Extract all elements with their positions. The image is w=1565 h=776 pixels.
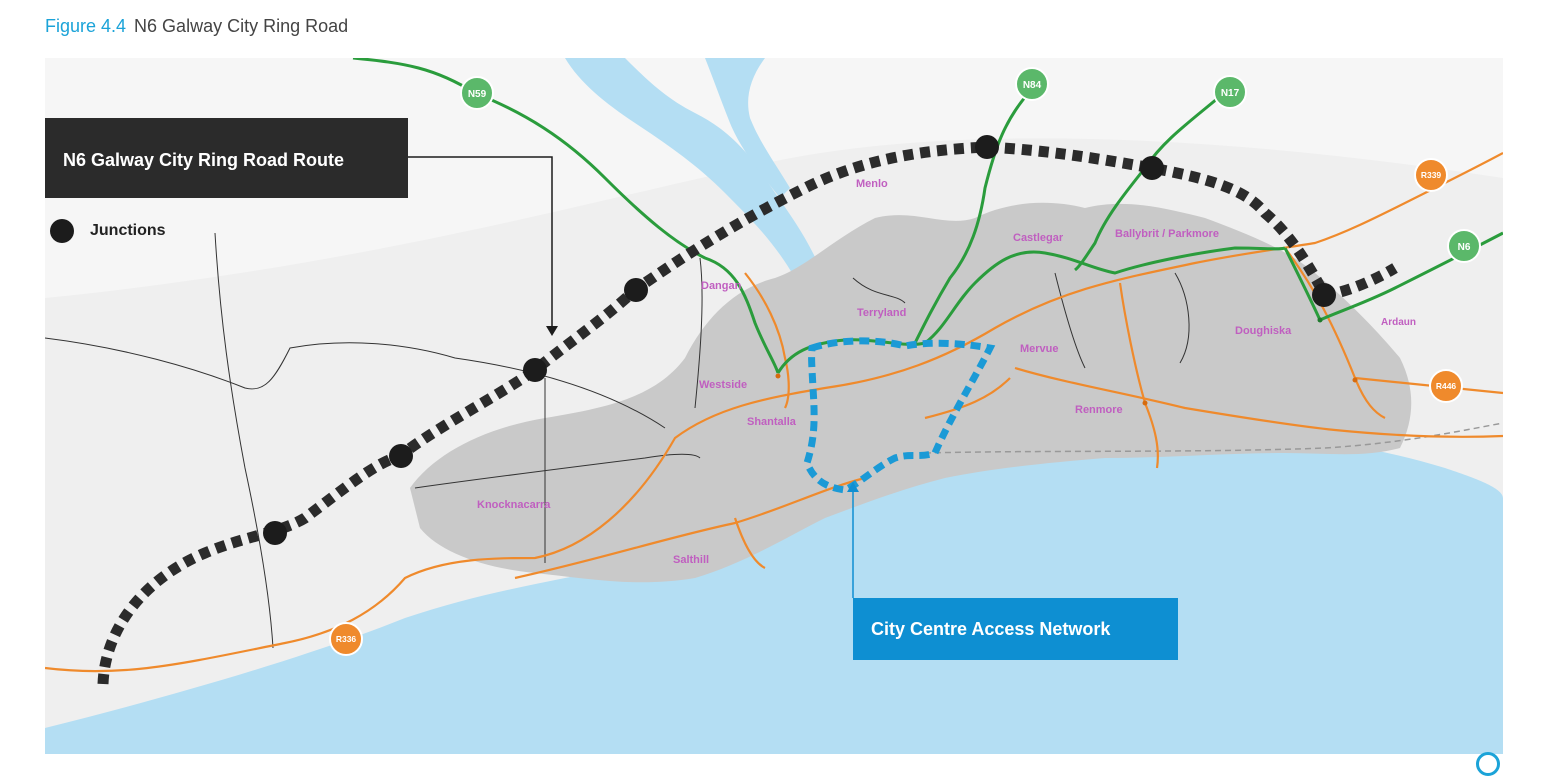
legend-junctions: Junctions: [50, 218, 166, 244]
ring-road-junction: [523, 358, 547, 382]
legend-junctions-label: Junctions: [90, 222, 166, 239]
place-label-terryland: Terryland: [857, 307, 906, 319]
place-label-menlo: Menlo: [856, 178, 888, 190]
ring-road-junction: [389, 444, 413, 468]
place-label-shantalla: Shantalla: [747, 416, 797, 428]
place-label-castlegar: Castlegar: [1013, 232, 1064, 244]
minor-junction-marker: [1352, 377, 1358, 383]
shield-label-n17: N17: [1221, 88, 1240, 99]
place-label-renmore: Renmore: [1075, 404, 1123, 416]
ring-road-junction: [975, 135, 999, 159]
ring-road-callout: N6 Galway City Ring Road Route: [45, 118, 408, 198]
ring-road-junction: [1312, 283, 1336, 307]
page-corner-circle-icon: [1476, 752, 1500, 776]
urban-area: [410, 202, 1412, 583]
road-shield-r339: R339: [1414, 158, 1448, 192]
minor-junction-marker: [775, 373, 781, 379]
figure-title: N6 Galway City Ring Road: [134, 16, 349, 36]
shield-label-n6: N6: [1458, 242, 1471, 253]
place-label-knocknacarra: Knocknacarra: [477, 499, 551, 511]
place-label-doughiska: Doughiska: [1235, 325, 1292, 337]
city-centre-callout: City Centre Access Network: [853, 598, 1178, 660]
place-label-mervue: Mervue: [1020, 343, 1059, 355]
shield-label-r446: R446: [1436, 381, 1457, 391]
local-roads: [45, 232, 1190, 649]
figure-number: Figure 4.4: [45, 16, 127, 36]
road-shield-r336: R336: [329, 622, 363, 656]
access-network-callout-arrowhead: [847, 482, 859, 492]
city-centre-access-network-route: [803, 337, 996, 494]
road-shield-n17: N17: [1213, 75, 1247, 109]
ring-road-junction: [263, 521, 287, 545]
ring-road-callout-arrowhead: [546, 326, 558, 336]
place-labels: Menlo Castlegar Ballybrit / Parkmore Dan…: [477, 178, 1416, 566]
shield-label-r336: R336: [336, 634, 357, 644]
shield-label-n59: N59: [468, 89, 487, 100]
minor-junction-marker: [1317, 317, 1323, 323]
shield-label-n84: N84: [1023, 80, 1042, 91]
road-shields: N59 N84 N17 N6 R339 R446 R336: [329, 67, 1481, 656]
figure-caption: Figure 4.4 N6 Galway City Ring Road: [45, 16, 348, 37]
road-shield-r446: R446: [1429, 369, 1463, 403]
place-label-ballybrit: Ballybrit / Parkmore: [1115, 228, 1219, 240]
national-roads: [352, 58, 1503, 374]
land-north: [45, 58, 1503, 298]
ring-road-route: [97, 141, 1398, 685]
galway-bay: [45, 436, 1503, 754]
ring-road-junction: [624, 278, 648, 302]
ring-road-junction: [1140, 156, 1164, 180]
road-shield-n59: N59: [460, 76, 494, 110]
place-label-westside: Westside: [699, 379, 747, 391]
road-shield-n84: N84: [1015, 67, 1049, 101]
railway-line: [924, 422, 1503, 454]
lough-corrib-north: [705, 58, 790, 198]
minor-junction-marker: [1142, 400, 1148, 406]
ring-road-callout-leader: [408, 156, 553, 328]
road-shield-n6: N6: [1447, 229, 1481, 263]
shield-label-r339: R339: [1421, 170, 1442, 180]
junction-dot-icon: [50, 219, 74, 243]
place-label-salthill: Salthill: [673, 554, 709, 566]
place-label-dangan: Dangan: [701, 280, 742, 292]
galway-map[interactable]: Menlo Castlegar Ballybrit / Parkmore Dan…: [45, 58, 1503, 754]
place-label-ardaun: Ardaun: [1381, 317, 1416, 328]
